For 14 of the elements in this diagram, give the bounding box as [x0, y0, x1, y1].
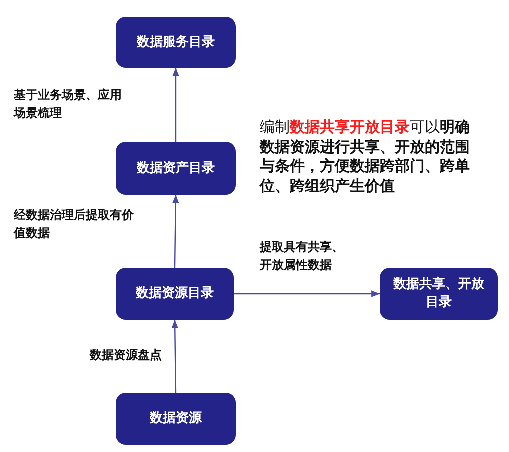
- edge-label: 经数据治理后提取有价值数据: [14, 207, 135, 242]
- process-box: 数据资产目录: [116, 142, 236, 195]
- edge-label: 基于业务场景、应用场景梳理: [14, 87, 123, 122]
- process-box: 数据服务目录: [116, 17, 236, 68]
- note-text: 编制数据共享开放目录可以明确数据资源进行共享、开放的范围与条件，方便数据跨部门、跨单位、跨组织产生价值: [260, 118, 471, 196]
- arrow: [172, 195, 180, 268]
- edge-label: 数据资源盘点: [90, 347, 162, 364]
- process-box: 数据共享、开放目录: [380, 268, 498, 320]
- arrow: [172, 320, 178, 393]
- process-box: 数据资源目录: [116, 268, 234, 320]
- arrow: [234, 290, 380, 298]
- process-box: 数据资源: [116, 393, 236, 445]
- edge-label: 提取具有共享、开放属性数据: [260, 239, 345, 274]
- arrow: [172, 68, 180, 142]
